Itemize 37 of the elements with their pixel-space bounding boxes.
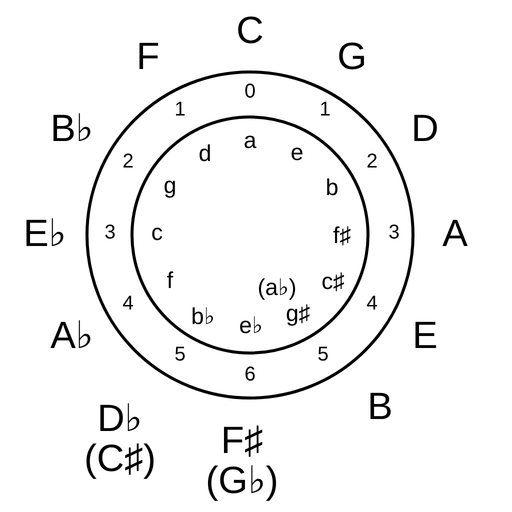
accidental-count: 6 bbox=[244, 364, 256, 386]
accidental-count: 2 bbox=[366, 152, 378, 172]
accidental-count: 1 bbox=[174, 100, 186, 120]
major-key-label: F bbox=[136, 38, 160, 78]
minor-key-label: c bbox=[151, 220, 163, 244]
accidental-count: 4 bbox=[122, 294, 134, 314]
major-key-label: G bbox=[337, 38, 367, 78]
major-key-label: A♭ bbox=[50, 317, 94, 357]
minor-key-label: g♯ bbox=[286, 300, 310, 326]
major-key-label: D♭ (C♯) bbox=[83, 400, 157, 480]
major-key-label: C bbox=[236, 12, 264, 52]
minor-key-label: a bbox=[244, 128, 256, 152]
minor-key-label: b bbox=[326, 174, 338, 200]
minor-key-label: (a♭) bbox=[257, 274, 297, 300]
minor-key-label: d bbox=[198, 140, 212, 166]
minor-key-label: c♯ bbox=[322, 268, 344, 294]
minor-key-label: e bbox=[290, 140, 304, 164]
major-key-label: E bbox=[412, 317, 438, 357]
accidental-count: 4 bbox=[366, 294, 378, 314]
accidental-count: 0 bbox=[244, 82, 256, 102]
minor-key-label: e♭ bbox=[239, 312, 263, 338]
accidental-count: 2 bbox=[122, 152, 134, 172]
accidental-count: 5 bbox=[317, 344, 329, 366]
major-key-label: B♭ bbox=[50, 110, 94, 150]
accidental-count: 5 bbox=[174, 344, 186, 366]
accidental-count: 3 bbox=[388, 222, 400, 244]
major-key-label: B bbox=[367, 388, 393, 428]
major-key-label: F♯ (G♭) bbox=[204, 422, 280, 502]
minor-key-label: f♯ bbox=[333, 222, 351, 248]
minor-key-label: b♭ bbox=[191, 304, 215, 328]
major-key-label: E♭ bbox=[23, 215, 67, 255]
minor-key-label: g bbox=[164, 172, 176, 198]
minor-key-label: f bbox=[166, 268, 174, 292]
accidental-count: 3 bbox=[104, 222, 116, 244]
major-key-label: D bbox=[411, 110, 439, 150]
major-key-label: A bbox=[442, 215, 468, 255]
accidental-count: 1 bbox=[319, 100, 331, 120]
